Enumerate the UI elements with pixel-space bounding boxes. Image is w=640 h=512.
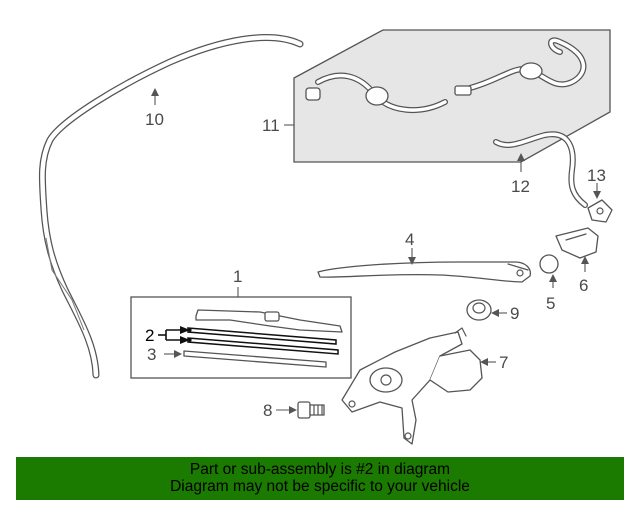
leader-3-arrow bbox=[174, 350, 182, 358]
banner-line-2: Diagram may not be specific to your vehi… bbox=[170, 478, 470, 495]
callout-5: 5 bbox=[546, 294, 555, 313]
parts-diagram: 10 11 12 13 6 5 bbox=[38, 29, 613, 445]
callout-13: 13 bbox=[587, 166, 606, 185]
part-3-blade-rubber bbox=[183, 350, 327, 368]
leader-9-arrow bbox=[491, 309, 499, 317]
leader-13-arrow bbox=[593, 191, 601, 199]
callout-7: 7 bbox=[499, 353, 508, 372]
part-5-cap bbox=[539, 254, 559, 274]
part-6-cover bbox=[555, 227, 599, 259]
part-1-blade-frame bbox=[195, 309, 343, 333]
info-banner: Part or sub-assembly is #2 in diagram Di… bbox=[16, 457, 624, 500]
part-11-hose-panel bbox=[293, 29, 611, 163]
part-8-bolt bbox=[297, 401, 325, 419]
part-10-weatherstrip bbox=[38, 34, 304, 379]
leader-6-arrow bbox=[581, 256, 589, 264]
part-12-hose bbox=[493, 131, 588, 208]
leader-4-arrow bbox=[408, 257, 416, 265]
leader-5-arrow bbox=[549, 274, 557, 282]
callout-3: 3 bbox=[147, 345, 156, 364]
part-9-grommet bbox=[466, 299, 492, 321]
leader-10-arrow bbox=[151, 88, 159, 96]
leader-2-arrow-a bbox=[180, 326, 190, 334]
banner-line-1: Part or sub-assembly is #2 in diagram bbox=[189, 461, 451, 478]
part-4-wiper-arm bbox=[317, 261, 531, 283]
callout-4: 4 bbox=[405, 230, 414, 249]
part-13-nozzle bbox=[587, 199, 613, 223]
callout-12: 12 bbox=[511, 177, 530, 196]
leader-12-arrow bbox=[517, 153, 525, 161]
callout-9: 9 bbox=[510, 304, 519, 323]
callout-10: 10 bbox=[145, 110, 164, 129]
leader-2-arrow-b bbox=[180, 336, 190, 344]
part-7-wiper-motor bbox=[341, 327, 483, 445]
leader-8-arrow bbox=[289, 406, 297, 414]
callout-1: 1 bbox=[233, 267, 242, 286]
callout-8: 8 bbox=[263, 401, 272, 420]
callout-11: 11 bbox=[262, 116, 280, 135]
callout-6: 6 bbox=[579, 276, 588, 295]
callout-2: 2 bbox=[145, 326, 154, 345]
leader-7-arrow bbox=[480, 358, 488, 366]
